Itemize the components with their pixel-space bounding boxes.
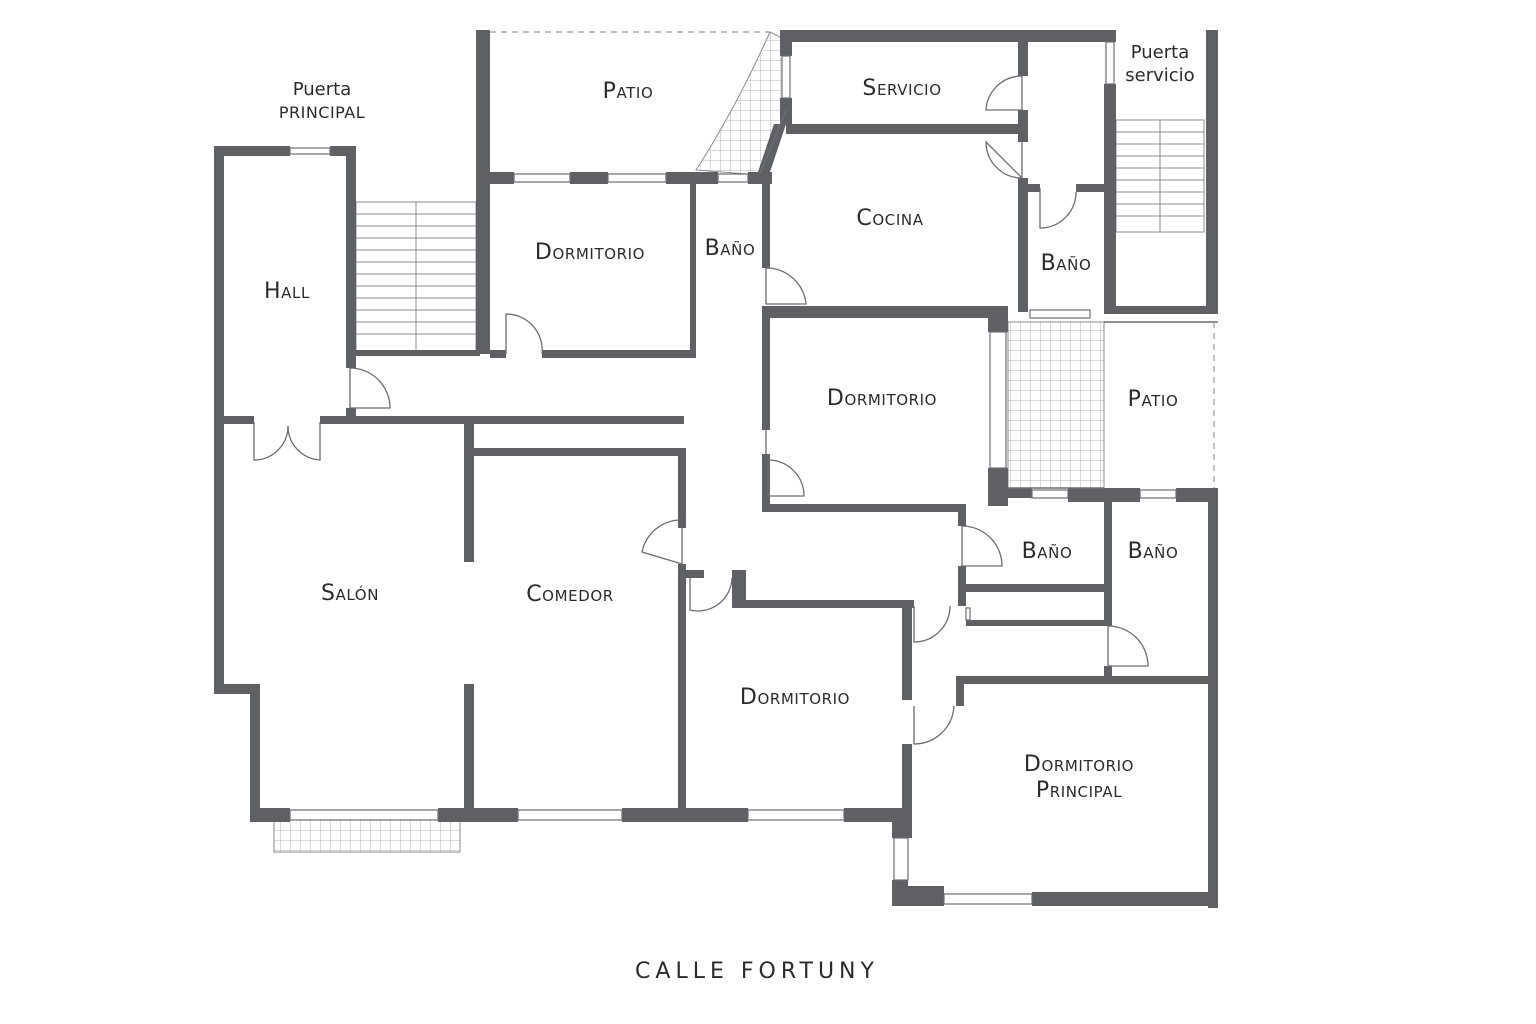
room-label-dormitorio-principal: Dormitorio <box>1024 752 1134 777</box>
room-label-cocina: Cocina <box>856 206 923 231</box>
windows <box>289 41 1177 905</box>
street-name: CALLE FORTUNY <box>635 959 879 984</box>
room-label-bano-2: Baño <box>1041 251 1092 276</box>
service-staircase <box>1115 119 1205 233</box>
room-label-salon: Salón <box>321 581 379 606</box>
room-label-bano-4: Baño <box>1128 539 1179 564</box>
room-label-bano-1: Baño <box>705 236 756 261</box>
room-label-patio-right: Patio <box>1128 387 1179 412</box>
walls <box>214 30 1218 908</box>
room-label-dormitorio-2: Dormitorio <box>827 386 937 411</box>
patio-right-tiles <box>1007 321 1105 489</box>
doors <box>253 75 1149 745</box>
service-entrance-label: Puerta <box>1131 42 1190 63</box>
room-label-dormitorio-3: Dormitorio <box>740 685 850 710</box>
room-label-dormitorio-principal-2: Principal <box>1036 778 1122 803</box>
main-entrance-sub-label: PRINCIPAL <box>279 103 365 122</box>
room-label-dormitorio-1: Dormitorio <box>535 240 645 265</box>
room-label-patio-top: Patio <box>603 79 654 104</box>
main-staircase <box>355 201 477 353</box>
room-label-hall: Hall <box>264 279 310 304</box>
main-entrance-label: Puerta <box>293 79 352 100</box>
patio-outlines <box>490 31 1218 489</box>
room-label-servicio: Servicio <box>862 76 941 101</box>
room-label-bano-3: Baño <box>1022 539 1073 564</box>
balcony-tiles <box>273 815 461 853</box>
room-label-comedor: Comedor <box>526 582 614 607</box>
service-entrance-sub-label: servicio <box>1125 65 1194 86</box>
